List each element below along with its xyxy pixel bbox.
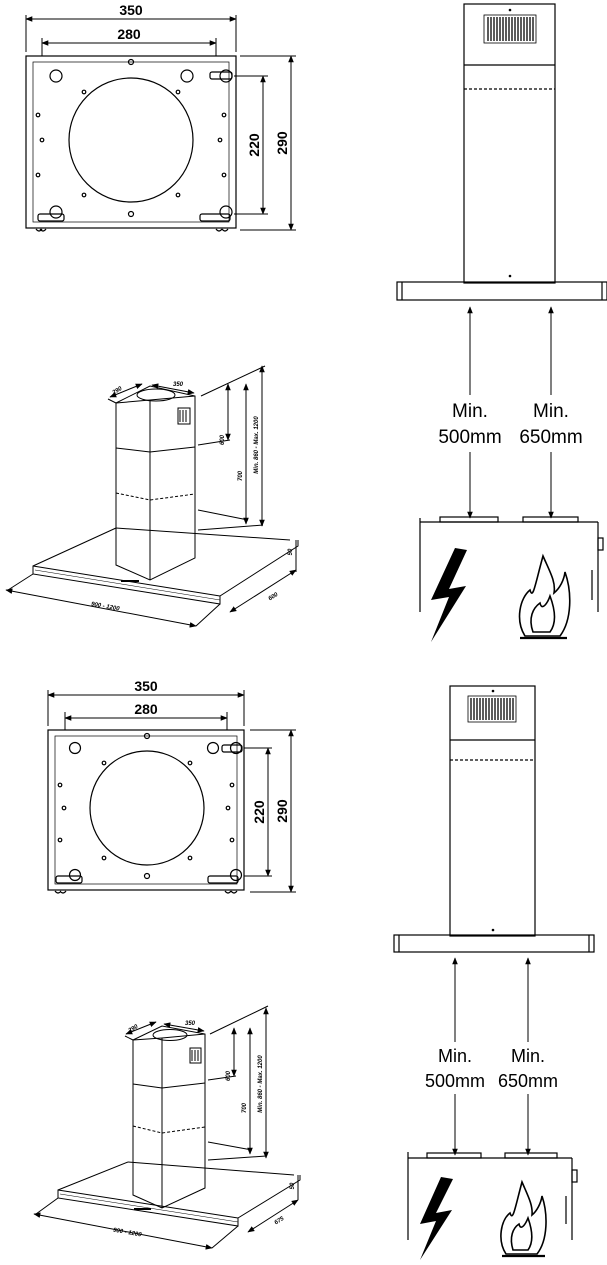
inner-width-label-top: 280 [117,26,141,42]
chimney-upper-label-bottom: 600 [226,1070,232,1081]
gas-flame-icon-bottom [500,1179,547,1258]
chimney-depth-label-bottom: 290 [127,1024,140,1035]
canopy-thickness-label-bottom: 50 [290,1182,296,1189]
electric-min-value-bottom: 500mm [425,1071,485,1091]
cooktop-bottom [407,1152,578,1240]
bracket-drawing-bottom [47,729,245,894]
inner-width-label-bottom: 280 [134,701,158,717]
chimney-width-label-bottom: 350 [185,1021,196,1027]
hood-width-label-top: 900 - 1200 [91,602,121,613]
chimney-width-label-top: 350 [173,382,184,388]
outer-height-label-bottom: 290 [274,799,290,823]
electric-min-value-top: 500mm [438,427,501,448]
overall-height-label-bottom: Min. 860 - Max. 1200 [258,1055,264,1113]
hood-width-label-bottom: 900 - 1200 [113,1228,143,1239]
electric-min-label-bottom: Min. [438,1046,472,1066]
hood-front-view-bottom [393,685,595,953]
hood-depth-label-top: 600 [268,592,280,603]
inner-height-label-top: 220 [246,133,262,157]
electric-icon-top [431,548,467,642]
bracket-dimensions-top [25,15,296,231]
hood-iso-view-top [5,365,299,628]
chimney-upper-label-top: 600 [220,434,226,445]
clearance-arrows-top [467,306,554,519]
canopy-thickness-label-top: 50 [288,548,294,555]
hood-front-view-top [396,3,607,301]
outer-width-label-bottom: 350 [134,678,158,694]
gas-min-value-bottom: 650mm [498,1071,558,1091]
cooktop-top [419,516,604,612]
vent-grille-top [487,17,534,41]
bracket-dimensions-bottom [47,690,296,893]
control-panel-top [121,580,139,582]
control-panel-bottom [134,1208,151,1210]
gas-flame-icon-top [518,553,571,640]
overall-height-label-top: Min. 860 - Max. 1200 [254,416,260,474]
clearance-arrows-bottom [452,957,531,1156]
chimney-depth-label-top: 290 [111,386,124,397]
electric-min-label-top: Min. [452,401,488,422]
chimney-lower-label-bottom: 700 [242,1102,248,1113]
vent-grille-bottom [470,698,514,720]
outer-width-label-top: 350 [119,2,143,18]
gas-min-label-top: Min. [533,401,569,422]
inner-height-label-bottom: 220 [251,800,267,824]
bracket-drawing-top [25,55,237,232]
outer-height-label-top: 290 [274,131,290,155]
electric-icon-bottom [420,1177,453,1260]
hood-iso-view-bottom [33,1005,301,1250]
hood-depth-label-bottom: 675 [274,1216,286,1227]
gas-min-label-bottom: Min. [511,1046,545,1066]
gas-min-value-top: 650mm [519,427,582,448]
chimney-lower-label-top: 700 [238,470,244,481]
